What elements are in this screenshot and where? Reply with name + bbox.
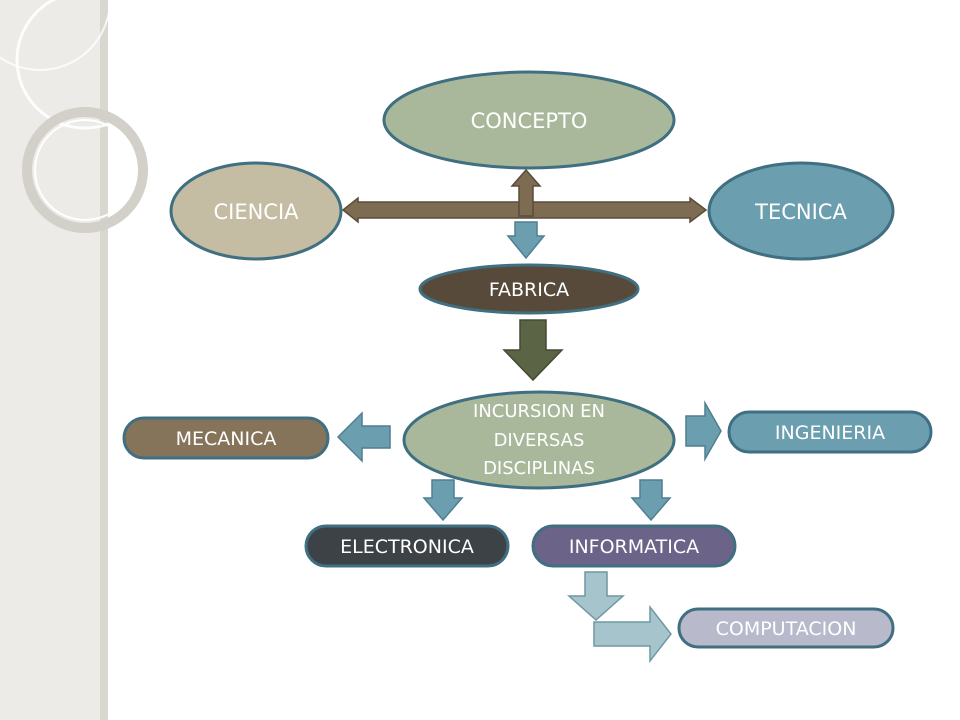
node-ciencia: CIENCIA: [169, 161, 343, 261]
node-incursion: INCURSION EN DIVERSAS DISCIPLINAS: [402, 390, 676, 490]
node-ingenieria: INGENIERIA: [727, 410, 933, 454]
node-mecanica: MECANICA: [122, 416, 330, 460]
down-arrow-incursion: [502, 319, 564, 382]
node-electronica: ELECTRONICA: [304, 524, 510, 568]
bent-arrow-computacion-horizontal: [593, 604, 672, 664]
node-informatica-label: INFORMATICA: [569, 536, 699, 558]
node-mecanica-label: MECANICA: [176, 428, 277, 450]
node-computacion-label: COMPUTACION: [716, 618, 857, 640]
down-arrow-electronica: [422, 479, 464, 522]
node-fabrica: FABRICA: [418, 263, 640, 315]
node-informatica: INFORMATICA: [531, 524, 737, 568]
down-arrow-fabrica: [506, 221, 546, 260]
node-incursion-label-line2: DIVERSAS: [494, 430, 585, 451]
node-concepto: CONCEPTO: [382, 70, 676, 170]
right-arrow-ingenieria: [685, 400, 722, 462]
node-electronica-label: ELECTRONICA: [340, 536, 474, 558]
up-arrow-concepto: [510, 168, 542, 217]
node-concepto-label: CONCEPTO: [471, 109, 588, 133]
node-tecnica-label: TECNICA: [754, 200, 847, 224]
node-incursion-label-line1: INCURSION EN: [473, 401, 605, 422]
left-arrow-mecanica: [336, 411, 391, 463]
down-arrow-informatica: [630, 479, 672, 522]
node-incursion-label-line3: DISCIPLINAS: [483, 458, 595, 479]
node-computacion: COMPUTACION: [677, 607, 895, 649]
node-ingenieria-label: INGENIERIA: [775, 422, 885, 444]
node-fabrica-label: FABRICA: [489, 279, 569, 301]
bent-arrow-computacion: [567, 571, 625, 622]
decorative-side-band: [0, 0, 155, 720]
node-tecnica: TECNICA: [707, 161, 895, 261]
node-ciencia-label: CIENCIA: [213, 200, 299, 224]
